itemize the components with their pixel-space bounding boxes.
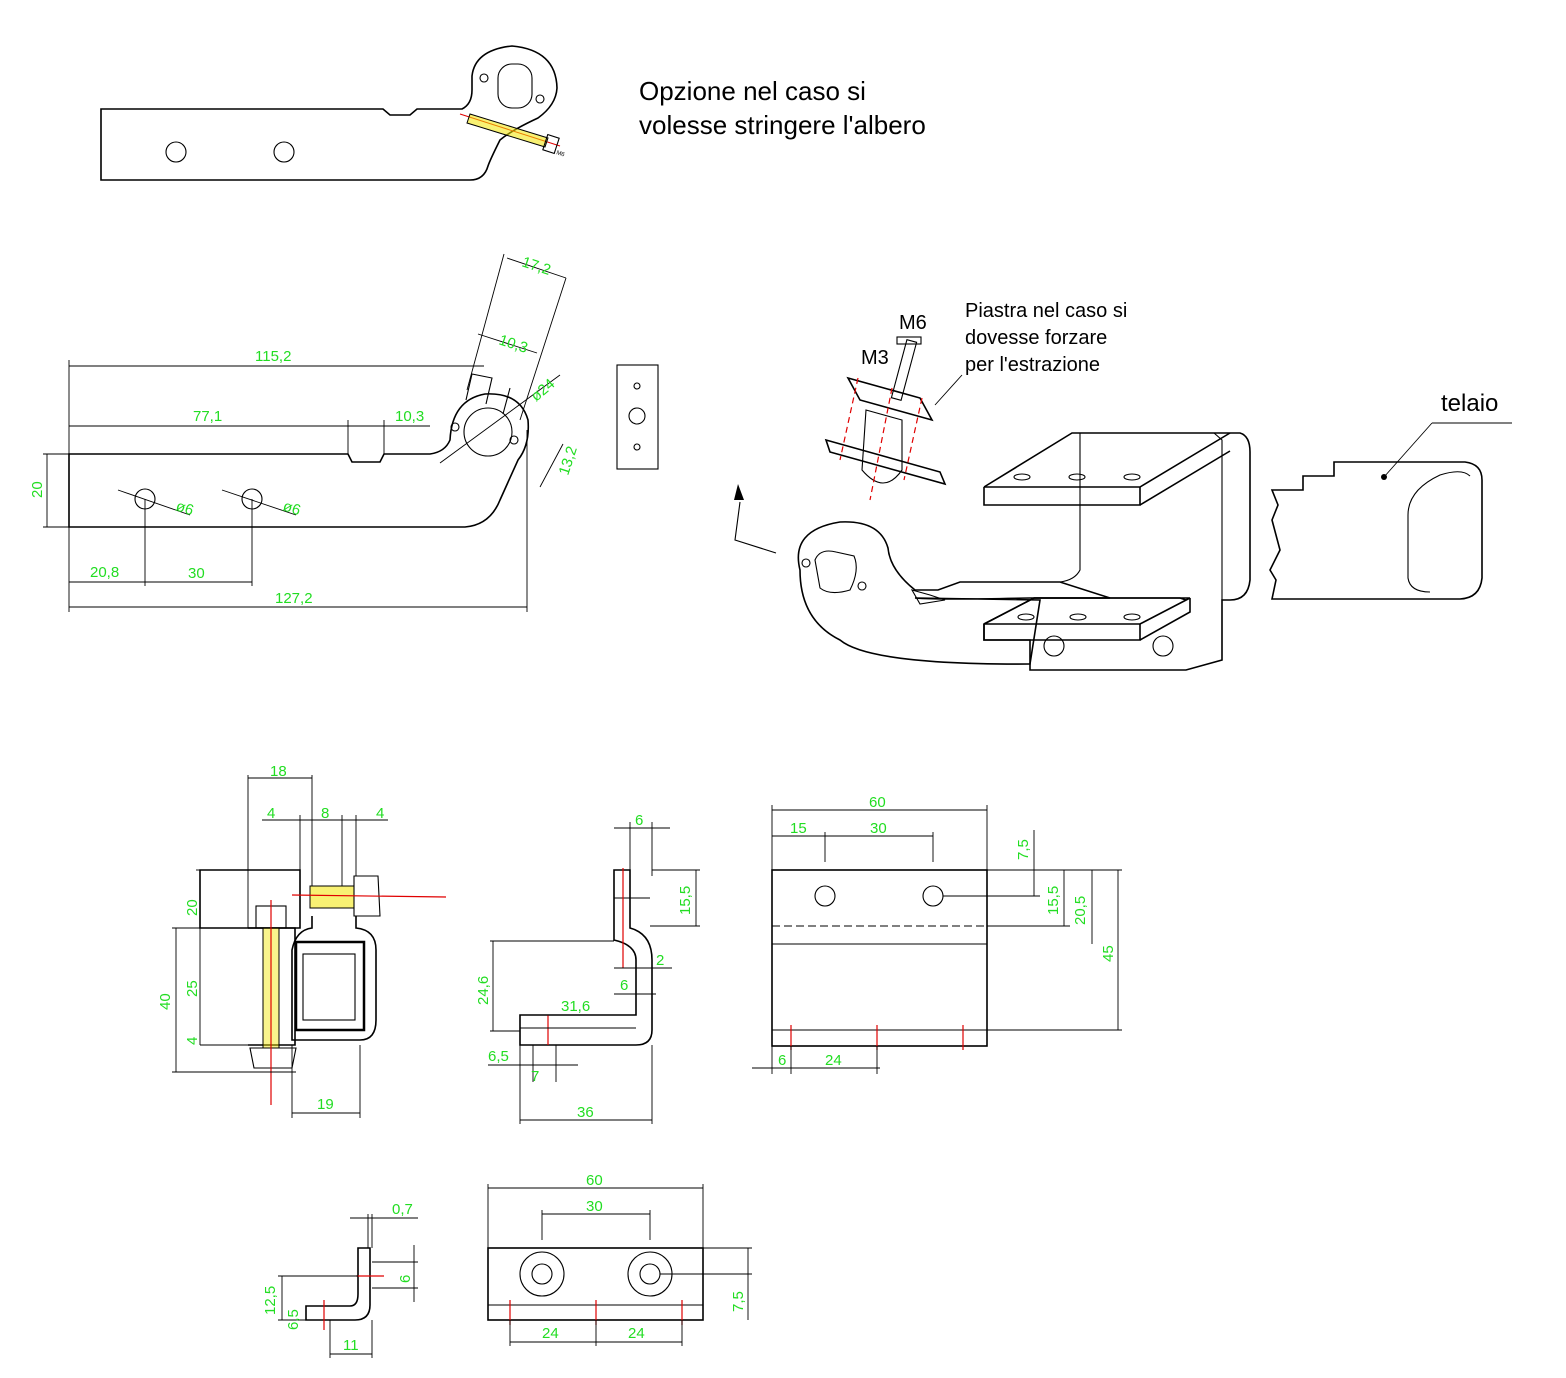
dim-6-top: 6 xyxy=(635,812,643,829)
dim-36: 36 xyxy=(577,1104,594,1121)
hole-2 xyxy=(273,141,295,163)
label-m6: M6 xyxy=(899,312,927,334)
dim-24-f-b: 24 xyxy=(628,1325,645,1342)
dim-115-2: 115,2 xyxy=(255,348,291,365)
m6-small-label: M6 xyxy=(555,150,565,158)
dim-15: 15 xyxy=(790,820,807,837)
plan-view-bracket: 115,2 77,1 10,3 17,2 10,3 ø24 13,2 20 ø6… xyxy=(29,254,659,612)
plate-front-view: 60 30 7,5 24 24 xyxy=(487,1172,752,1346)
dim-20-5: 20,5 xyxy=(1072,896,1089,925)
section-view-clamp: 18 4 8 4 20 40 25 4 19 xyxy=(157,763,447,1118)
dim-20: 20 xyxy=(29,481,46,498)
dim-20-8: 20,8 xyxy=(90,564,119,581)
dim-10-3-b: 10,3 xyxy=(497,332,530,357)
dim-31-6: 31,6 xyxy=(561,998,590,1015)
front-view-bracket: 60 15 30 7,5 15,5 20,5 45 6 24 xyxy=(752,794,1122,1074)
dim-20-a: 20 xyxy=(184,899,201,916)
dim-7-5-c: 7,5 xyxy=(1015,839,1032,860)
label-m3: M3 xyxy=(861,347,889,369)
dim-6-5: 6,5 xyxy=(488,1048,509,1065)
small-profile-view: 0,7 6 12,5 6,5 11 xyxy=(262,1201,418,1358)
note-telaio: telaio xyxy=(1441,390,1499,417)
dim-dia-6-a: ø6 xyxy=(174,498,196,520)
dim-17-2: 17,2 xyxy=(520,254,553,279)
dim-45: 45 xyxy=(1100,945,1117,962)
dim-12-5: 12,5 xyxy=(262,1286,279,1315)
dim-7-5-f: 7,5 xyxy=(730,1291,747,1312)
dim-60-c: 60 xyxy=(869,794,886,811)
dim-6-b: 6 xyxy=(620,977,628,994)
dim-30-f: 30 xyxy=(586,1198,603,1215)
dim-6-5-e: 6,5 xyxy=(285,1309,302,1330)
side-view-block xyxy=(616,364,659,470)
dim-2: 2 xyxy=(656,952,664,969)
dim-dia-6-b: ø6 xyxy=(281,498,303,520)
option-view-bracket: M6 xyxy=(100,45,566,181)
dim-60-f: 60 xyxy=(586,1172,603,1189)
profile-view-bracket: 6 15,5 2 24,6 6 31,6 6,5 7 36 xyxy=(475,812,700,1124)
dim-8: 8 xyxy=(321,805,329,822)
note-option: Opzione nel caso si volesse stringere l'… xyxy=(639,76,926,140)
dim-13-2: 13,2 xyxy=(556,444,581,477)
dim-7: 7 xyxy=(531,1068,539,1085)
dim-127-2: 127,2 xyxy=(275,590,313,607)
dim-24-f-a: 24 xyxy=(542,1325,559,1342)
dim-30-a: 30 xyxy=(188,565,205,582)
dim-4-b: 4 xyxy=(376,805,384,822)
dim-4-c: 4 xyxy=(184,1037,201,1045)
dim-18: 18 xyxy=(270,763,287,780)
dim-4-a: 4 xyxy=(267,805,275,822)
shaft-slot xyxy=(497,63,533,109)
hole-1 xyxy=(165,141,187,163)
dim-25: 25 xyxy=(184,980,201,997)
dim-15-5-b: 15,5 xyxy=(677,886,694,915)
dim-40: 40 xyxy=(157,993,174,1010)
dim-24-6: 24,6 xyxy=(475,976,492,1005)
dim-10-3-a: 10,3 xyxy=(395,408,424,425)
clamp-screw xyxy=(466,113,549,148)
isometric-assembly xyxy=(734,336,1512,671)
dim-19: 19 xyxy=(317,1096,334,1113)
dim-6-e: 6 xyxy=(397,1275,414,1283)
dim-0-7: 0,7 xyxy=(392,1201,413,1218)
dim-30-c: 30 xyxy=(870,820,887,837)
dim-6-c: 6 xyxy=(778,1052,786,1069)
dim-77-1: 77,1 xyxy=(193,408,222,425)
dim-11: 11 xyxy=(343,1337,359,1354)
dim-15-5-c: 15,5 xyxy=(1045,886,1062,915)
dim-24-c: 24 xyxy=(825,1052,842,1069)
note-piastra: Piastra nel caso si dovesse forzare per … xyxy=(965,300,1128,376)
